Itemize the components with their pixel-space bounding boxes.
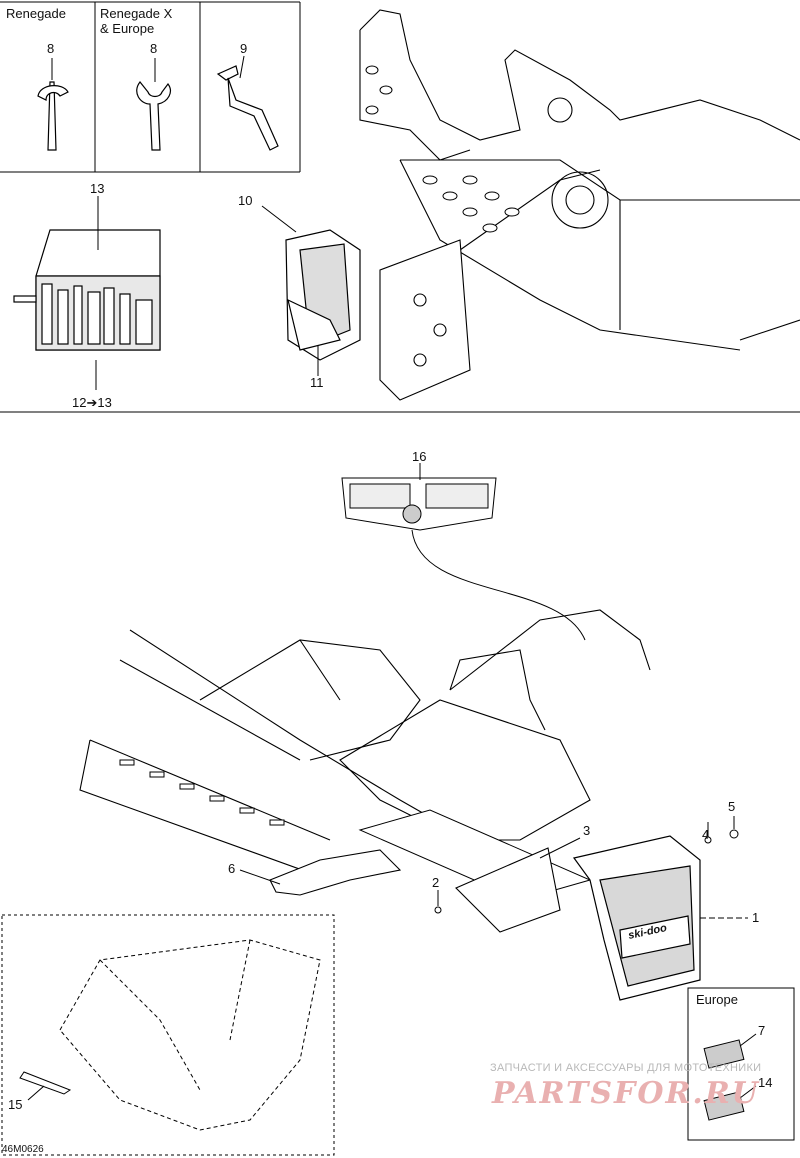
callout-8-renegade: 8: [47, 41, 55, 56]
bracket-10-icon: [285, 229, 361, 361]
fastener-4-icon: [704, 836, 712, 844]
callout-2: 2: [432, 875, 440, 890]
watermark-logo: PARTSFOR.RU: [492, 1076, 760, 1111]
wrench-renegade-icon: [37, 81, 69, 151]
callout-13: 13: [90, 181, 105, 196]
watermark-text: ЗАПЧАСТИ И АКСЕССУАРЫ ДЛЯ МОТОТЕХНИКИ: [490, 1062, 762, 1074]
fastener-5-icon: [729, 829, 739, 839]
panel-title-renegade: Renegade: [6, 6, 66, 21]
snowflap-1-icon: [572, 835, 701, 1001]
mount-plate-icon: [379, 239, 471, 401]
trim-strip-15-icon: [19, 1071, 72, 1095]
part-6-icon: [269, 849, 402, 896]
dashed-frames: [1, 914, 335, 1156]
callout-11: 11: [310, 375, 324, 390]
seat-base-15-icon: [59, 939, 321, 1131]
tunnel-lower-icon: [79, 609, 651, 881]
tunnel-slots: [119, 759, 285, 826]
callout-3: 3: [583, 823, 591, 838]
callout-7: 7: [758, 1023, 766, 1038]
chassis-holes: [365, 65, 520, 233]
decal-16-icon: [341, 477, 497, 531]
tool-kit-13-icon: [13, 229, 161, 351]
plate-3-icon: [455, 847, 561, 933]
callout-10: 10: [238, 193, 253, 208]
wrench-renegade-x-icon: [136, 81, 171, 151]
callout-9: 9: [240, 41, 248, 56]
tool-9-icon: [216, 65, 279, 151]
europe-frame: [687, 987, 795, 1141]
callout-15: 15: [8, 1097, 23, 1112]
callout-5: 5: [728, 799, 736, 814]
callout-14: 14: [758, 1075, 773, 1090]
fastener-2-icon: [434, 906, 442, 914]
callout-1: 1: [752, 910, 760, 925]
callout-16: 16: [412, 449, 427, 464]
callout-6: 6: [228, 861, 236, 876]
callout-4: 4: [702, 827, 710, 842]
frame-lines: [0, 1, 800, 413]
diagram-code: 46M0626: [2, 1144, 44, 1155]
callout-8-renegade-x: 8: [150, 41, 158, 56]
callout-12-13: 12➔13: [72, 395, 112, 410]
reflector-7-icon: [703, 1039, 745, 1069]
leader-lines: [27, 55, 757, 1101]
decal-leader: [411, 529, 586, 641]
reflector-14-icon: [703, 1091, 745, 1121]
panel-title-europe: Europe: [696, 992, 738, 1007]
panel-title-renegade-x-europe: Renegade X & Europe: [100, 6, 173, 36]
